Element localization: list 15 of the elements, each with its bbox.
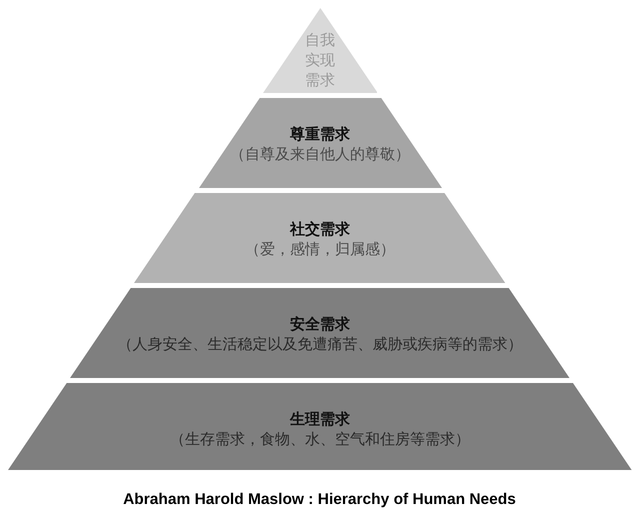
tier-heading: 尊重需求 [290,124,350,144]
pyramid-tier [8,383,632,470]
tier-heading: 生理需求 [290,409,350,429]
tier-description: （人身安全、生活稳定以及免遭痛苦、威胁或疾病等的需求） [118,334,522,354]
tier-heading: 自我实现需求 [305,30,335,90]
pyramid-tier [262,8,378,93]
caption: Abraham Harold Maslow : Hierarchy of Human Needs [123,490,516,510]
tier-description: （生存需求，食物、水、空气和住房等需求） [170,429,470,449]
tier-description: （爱，感情，归属感） [245,239,395,259]
pyramid-tier [198,98,442,188]
tier-description: （自尊及来自他人的尊敬） [230,144,410,164]
pyramid-tier [134,193,506,283]
pyramid-tier [70,288,570,378]
tier-heading: 安全需求 [290,314,350,334]
tier-heading: 社交需求 [290,219,350,239]
